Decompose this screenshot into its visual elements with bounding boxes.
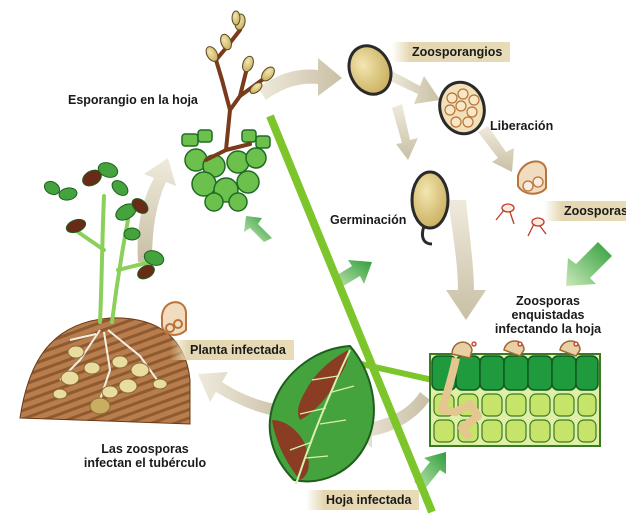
label-tuberculo-line-2: infectan el tubérculo	[70, 456, 220, 470]
leaf-tissue-cross-section	[430, 341, 600, 446]
label-zoosporas-enquistadas: Zoosporas enquistadas infectando la hoja	[478, 294, 618, 336]
infected-plant	[20, 160, 190, 424]
infected-leaf	[270, 346, 374, 484]
green-arrow-zoospores	[566, 242, 612, 286]
arrow-to-liberation	[388, 70, 440, 104]
label-enquistadas-line-3: infectando la hoja	[478, 322, 618, 336]
germinating-sporangium	[412, 172, 448, 244]
green-arrow-leaf	[244, 216, 272, 242]
label-planta-infectada: Planta infectada	[170, 340, 294, 360]
label-liberacion: Liberación	[490, 119, 553, 133]
label-germinacion: Germinación	[330, 213, 406, 227]
label-tuberculo-line-1: Las zoosporas	[70, 442, 220, 456]
label-zoosporas-tuberculo: Las zoosporas infectan el tubérculo	[70, 442, 220, 470]
label-enquistadas-line-2: enquistadas	[478, 308, 618, 322]
label-enquistadas-line-1: Zoosporas	[478, 294, 618, 308]
arrow-to-germination	[392, 104, 418, 160]
label-esporangio-en-la-hoja: Esporangio en la hoja	[68, 93, 198, 107]
sporangiophore-on-leaf	[182, 11, 277, 211]
label-hoja-infectada: Hoja infectada	[306, 490, 419, 510]
label-zoosporangios: Zoosporangios	[392, 42, 510, 62]
tuber-zoospore-sac	[162, 302, 186, 335]
zoosporangium	[341, 39, 398, 101]
liberation-sporangium	[434, 77, 490, 139]
released-zoospores	[496, 161, 546, 236]
label-zoosporas: Zoosporas	[544, 201, 626, 221]
